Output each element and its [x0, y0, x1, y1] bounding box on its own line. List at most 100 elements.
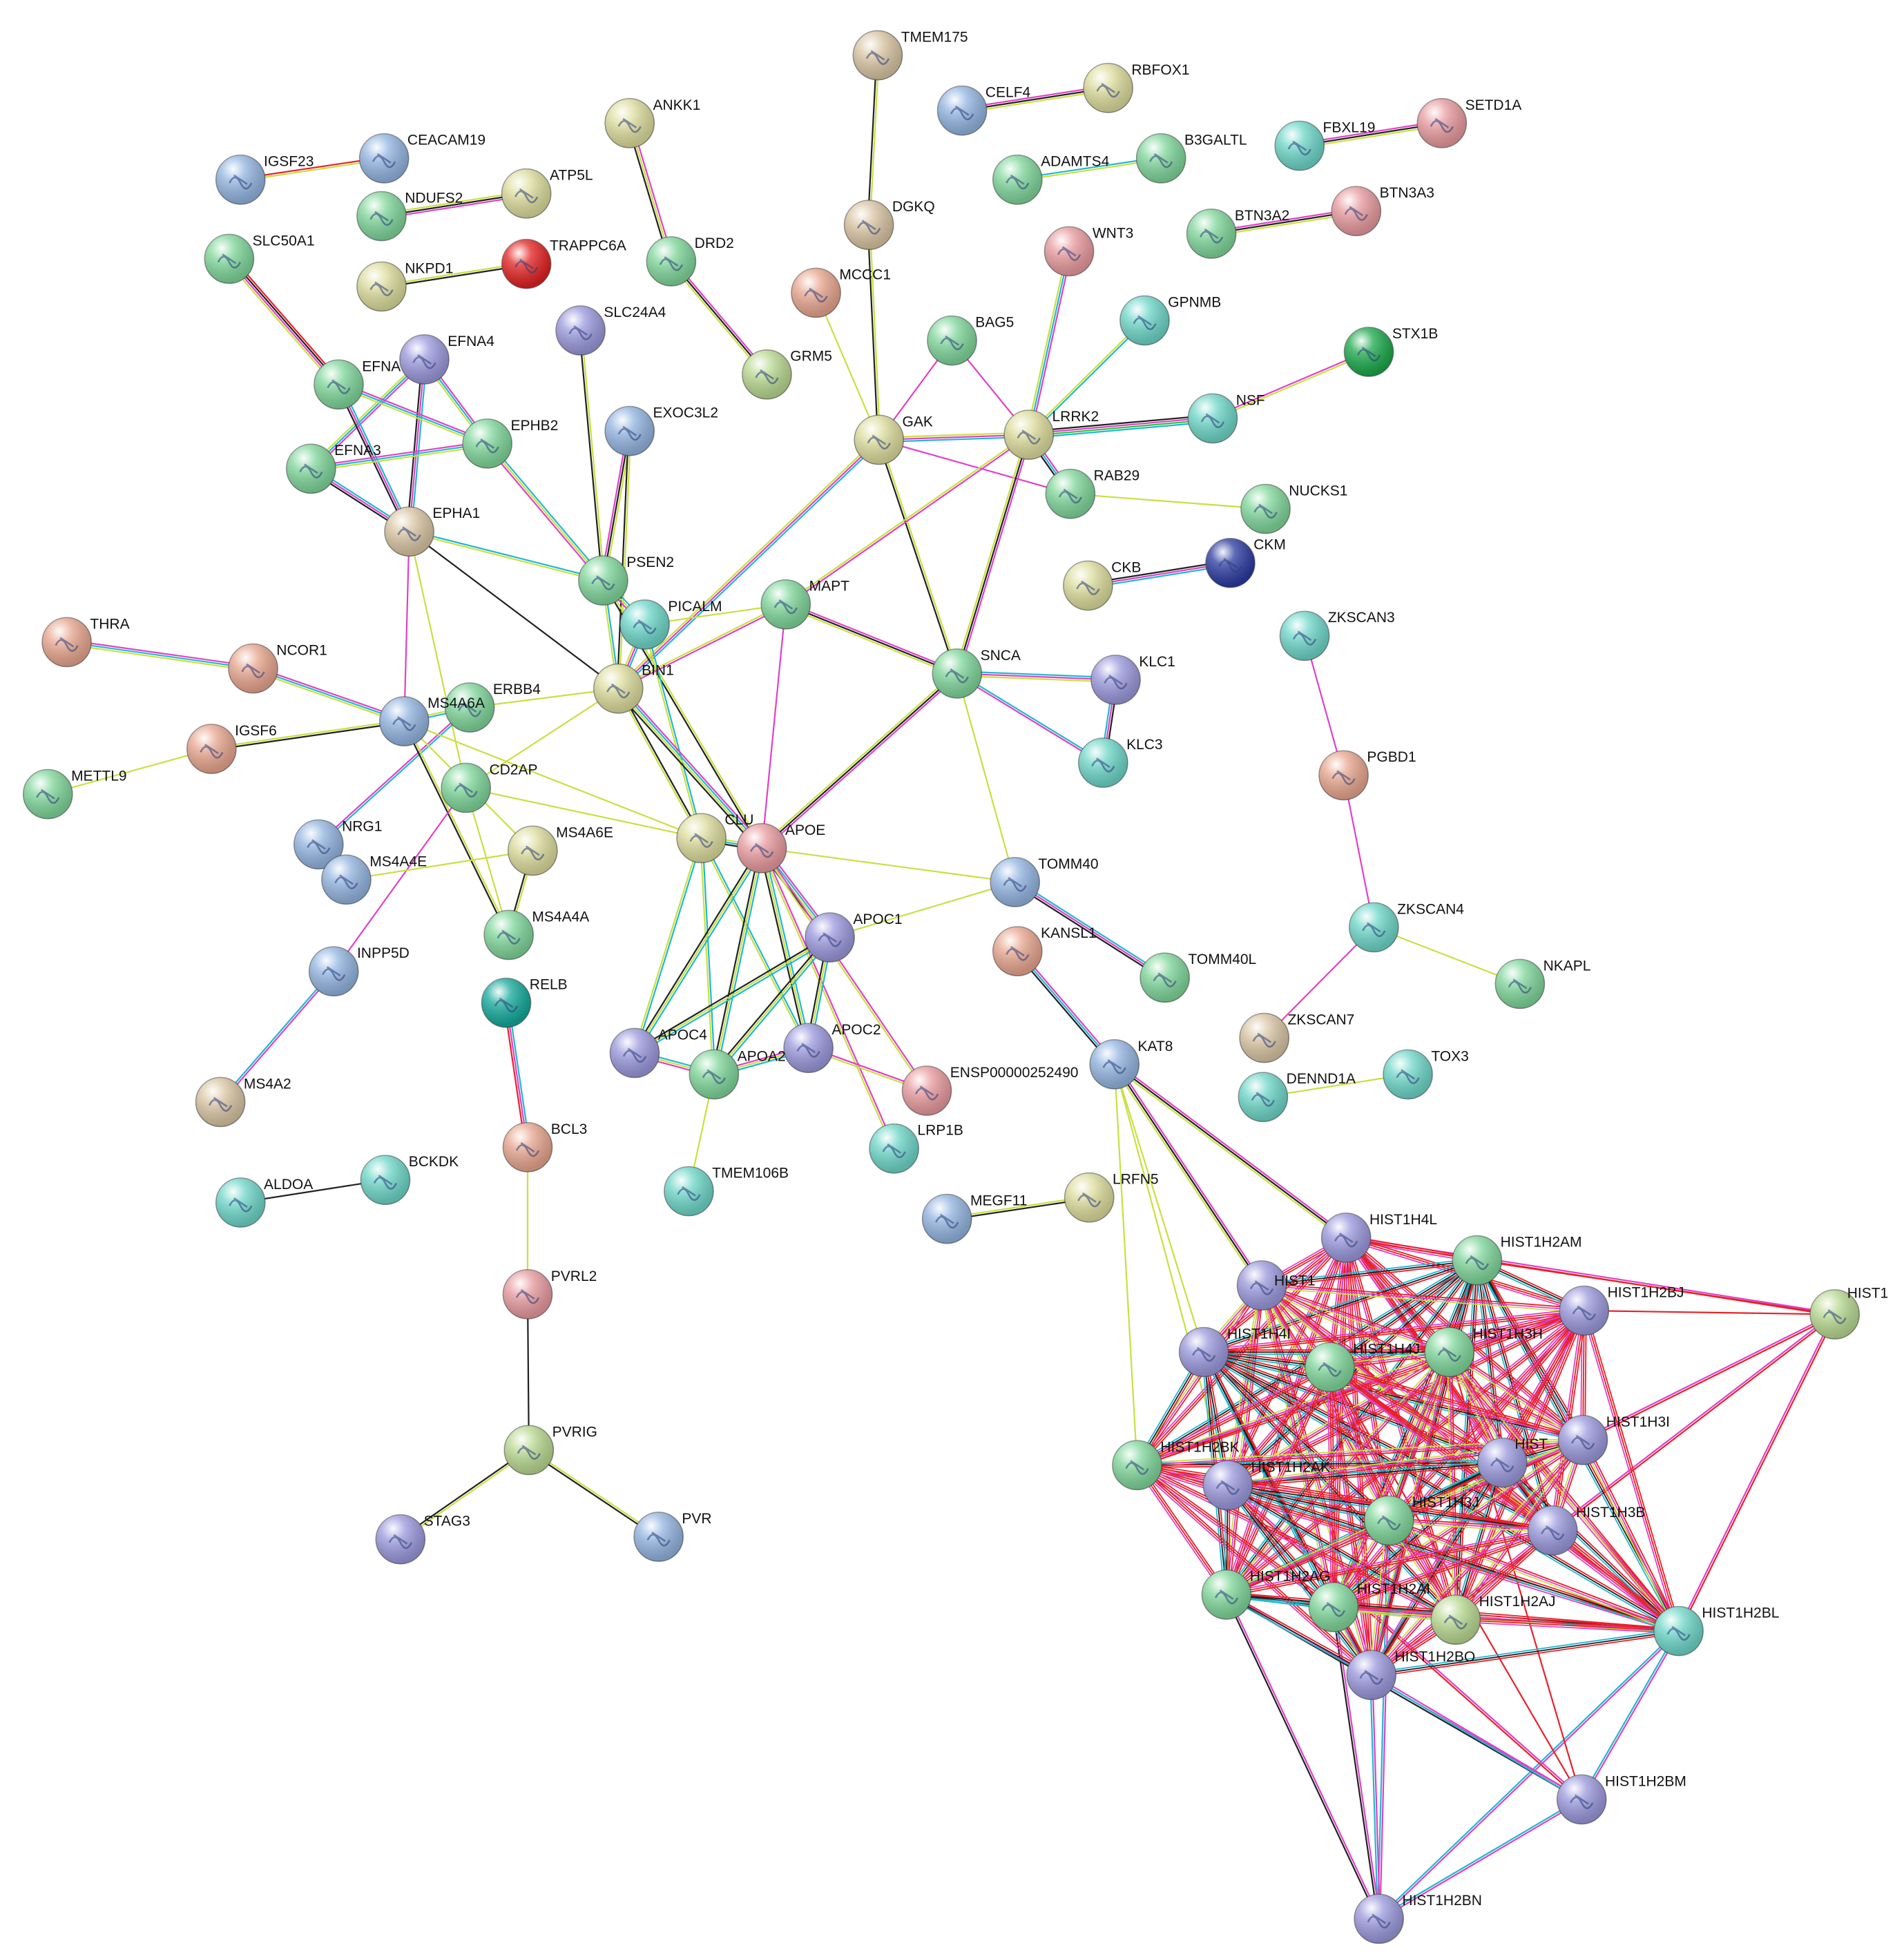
node-zkscan4[interactable]: ZKSCAN4: [1349, 901, 1465, 953]
node-atp5l[interactable]: ATP5L: [501, 168, 593, 219]
node-grm5[interactable]: GRM5: [742, 349, 832, 400]
node-hist1h3j[interactable]: HIST1H3J: [1363, 1494, 1479, 1546]
node-efna[interactable]: EFNA: [314, 358, 401, 410]
node-trappc6a[interactable]: TRAPPC6A: [501, 238, 626, 289]
node-epha1[interactable]: EPHA1: [384, 505, 480, 557]
node-apoc1[interactable]: APOC1: [805, 911, 903, 963]
node-bag5[interactable]: BAG5: [927, 315, 1014, 366]
node-ms4a6e[interactable]: MS4A6E: [507, 824, 613, 876]
node-pvrig[interactable]: PVRIG: [503, 1424, 597, 1476]
node-hist1h2bk[interactable]: HIST1H2BK: [1112, 1439, 1240, 1491]
node-tox3[interactable]: TOX3: [1383, 1048, 1469, 1100]
node-tmem106b[interactable]: TMEM106B: [664, 1166, 789, 1217]
node-hist1h2bo[interactable]: HIST1H2BO: [1346, 1649, 1475, 1701]
node-megf11[interactable]: MEGF11: [921, 1193, 1028, 1244]
node-celf4[interactable]: CELF4: [936, 85, 1031, 136]
node-igsf23[interactable]: IGSF23: [215, 154, 314, 205]
node-ensp[interactable]: ENSP00000252490: [901, 1065, 1078, 1116]
node-efna3[interactable]: EFNA3: [286, 443, 381, 494]
node-bckdk[interactable]: BCKDK: [360, 1154, 459, 1206]
node-mettl9[interactable]: METTL9: [22, 769, 127, 820]
node-ms4a4a[interactable]: MS4A4A: [483, 909, 589, 961]
node-hist1h2bm[interactable]: HIST1H2BM: [1556, 1773, 1686, 1825]
node-igsf6[interactable]: IGSF6: [186, 723, 277, 774]
node-gpnmb[interactable]: GPNMB: [1119, 294, 1221, 346]
node-bcl3[interactable]: BCL3: [502, 1121, 587, 1172]
node-lrrk2[interactable]: LRRK2: [1003, 409, 1099, 460]
node-nrg1[interactable]: NRG1: [294, 818, 383, 870]
node-efna4[interactable]: EFNA4: [399, 334, 494, 385]
node-dennd1a[interactable]: DENND1A: [1238, 1071, 1356, 1122]
node-nsf[interactable]: NSF: [1187, 392, 1265, 444]
node-hist1b[interactable]: HIST1: [1809, 1285, 1888, 1340]
node-ckb[interactable]: CKB: [1063, 559, 1142, 611]
node-aldoa[interactable]: ALDOA: [215, 1177, 314, 1228]
node-slc24a4[interactable]: SLC24A4: [555, 305, 666, 356]
node-hist1h2ak[interactable]: HIST1H2AK: [1202, 1459, 1330, 1511]
node-drd2[interactable]: DRD2: [646, 235, 734, 287]
node-hist1h3i[interactable]: HIST1H3I: [1557, 1414, 1670, 1465]
node-stag3[interactable]: STAG3: [375, 1514, 470, 1565]
node-ckm[interactable]: CKM: [1205, 537, 1286, 588]
node-zkscan7[interactable]: ZKSCAN7: [1239, 1012, 1354, 1063]
node-cd2ap[interactable]: CD2AP: [441, 762, 537, 813]
node-pgbd1[interactable]: PGBD1: [1318, 749, 1416, 801]
node-nkapl[interactable]: NKAPL: [1494, 958, 1591, 1010]
node-hist1h2bj[interactable]: HIST1H2BJ: [1559, 1284, 1684, 1336]
node-ndufs2[interactable]: NDUFS2: [356, 190, 463, 242]
node-hist1h2aj[interactable]: HIST1H2AJ: [1430, 1594, 1556, 1645]
node-rab29[interactable]: RAB29: [1045, 468, 1139, 519]
node-rbfox1[interactable]: RBFOX1: [1083, 62, 1189, 113]
node-klc1[interactable]: KLC1: [1090, 654, 1175, 705]
node-hist1h2bn[interactable]: HIST1H2BN: [1354, 1893, 1482, 1944]
node-ncor1[interactable]: NCOR1: [228, 643, 327, 694]
node-relb[interactable]: RELB: [481, 977, 568, 1028]
node-gak[interactable]: GAK: [854, 414, 933, 465]
node-lrfn5[interactable]: LRFN5: [1064, 1172, 1159, 1223]
node-apoc2[interactable]: APOC2: [783, 1022, 881, 1073]
node-tomm40[interactable]: TOMM40: [990, 856, 1099, 907]
node-picalm[interactable]: PICALM: [619, 599, 722, 650]
node-klc3[interactable]: KLC3: [1078, 737, 1163, 788]
node-btn3a2[interactable]: BTN3A2: [1186, 208, 1290, 259]
node-ms4a6a[interactable]: MS4A6A: [379, 695, 485, 746]
node-hist1h2ag[interactable]: HIST1H2AG: [1201, 1569, 1330, 1620]
node-ms4a4e[interactable]: MS4A4E: [321, 853, 427, 905]
node-hist1h3b[interactable]: HIST1H3B: [1527, 1505, 1646, 1556]
node-clu[interactable]: CLU: [676, 812, 753, 864]
node-mapt[interactable]: MAPT: [760, 579, 849, 630]
node-kat8[interactable]: KAT8: [1089, 1039, 1173, 1090]
node-lrp1b[interactable]: LRP1B: [869, 1123, 963, 1174]
node-erbb4[interactable]: ERBB4: [444, 682, 541, 733]
node-nucks1[interactable]: NUCKS1: [1240, 483, 1348, 534]
node-apoc4[interactable]: APOC4: [609, 1027, 707, 1079]
node-hist1h2bl[interactable]: HIST1H2BL: [1653, 1605, 1779, 1657]
node-wnt3[interactable]: WNT3: [1044, 225, 1134, 277]
node-inpp5d[interactable]: INPP5D: [308, 945, 410, 996]
node-ceacam19[interactable]: CEACAM19: [358, 133, 486, 184]
node-bin1[interactable]: BIN1: [593, 663, 674, 714]
node-pvrl2[interactable]: PVRL2: [502, 1268, 597, 1320]
node-hist1a[interactable]: HIST1: [1236, 1260, 1316, 1311]
node-mccc1[interactable]: MCCC1: [791, 267, 891, 318]
node-apoe[interactable]: APOE: [736, 822, 826, 874]
node-ephb2[interactable]: EPHB2: [462, 418, 558, 469]
node-slc50a1[interactable]: SLC50A1: [204, 233, 315, 284]
node-snca[interactable]: SNCA: [932, 648, 1021, 699]
node-adamts4[interactable]: ADAMTS4: [992, 154, 1110, 205]
node-dgkq[interactable]: DGKQ: [843, 199, 935, 251]
node-hist1c[interactable]: HIST: [1477, 1436, 1548, 1488]
node-thra[interactable]: THRA: [41, 616, 130, 668]
node-hist1h2am[interactable]: HIST1H2AM: [1452, 1235, 1582, 1286]
node-hist1h4i[interactable]: HIST1H4I: [1178, 1326, 1291, 1378]
node-b3galtl[interactable]: B3GALTL: [1135, 133, 1247, 184]
node-zkscan3[interactable]: ZKSCAN3: [1279, 610, 1395, 662]
node-stx1b[interactable]: STX1B: [1343, 326, 1438, 377]
node-tomm40l[interactable]: TOMM40L: [1139, 952, 1256, 1003]
node-tmem175[interactable]: TMEM175: [852, 30, 968, 81]
node-hist1h3h[interactable]: HIST1H3H: [1424, 1326, 1543, 1378]
node-kansl1[interactable]: KANSL1: [992, 925, 1097, 976]
node-apoa2[interactable]: APOA2: [689, 1048, 786, 1100]
node-ankk1[interactable]: ANKK1: [604, 97, 700, 148]
node-hist1h4l[interactable]: HIST1H4L: [1320, 1212, 1437, 1263]
